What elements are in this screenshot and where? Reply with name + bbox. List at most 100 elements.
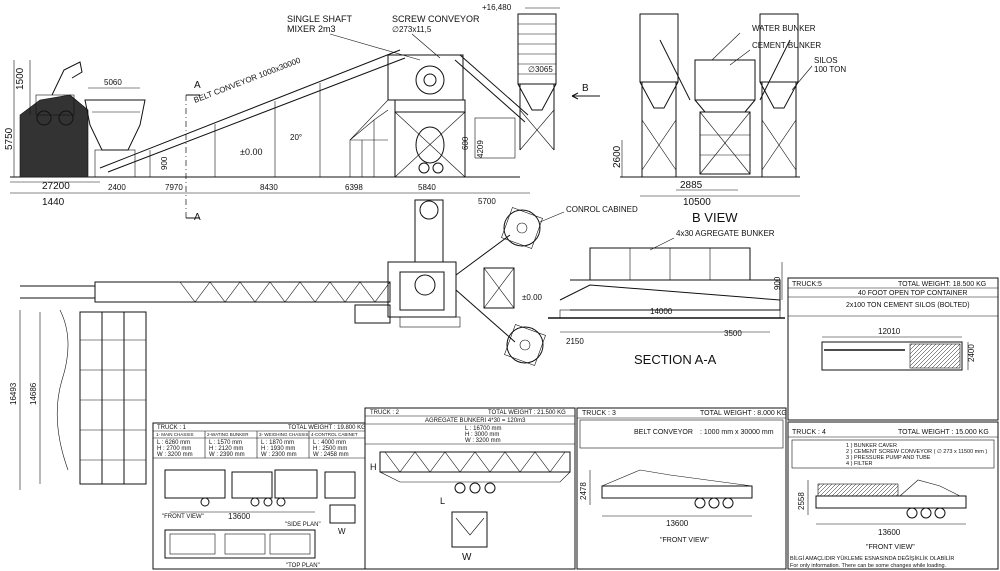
section-dim-2150: 2150 [566,337,584,346]
footer-line-2: For only information. There can be some … [790,563,947,569]
truck3-dim-2478: 2478 [579,482,588,500]
truck2-l: L : 16700 mm [465,426,501,432]
truck1-col3-l: L : 1870 mm [261,440,294,446]
truck3-title: TRUCK : 3 [582,410,616,417]
screw-label-2: ∅273x11,5 [392,25,432,34]
truck1-col1-l: L : 6260 mm [157,440,190,446]
truck4-panel: TRUCK : 4 TOTAL WEIGHT : 15.000 KG 1 ) B… [787,421,999,570]
mixer-label-2: MIXER 2m3 [287,24,336,34]
b-dim-2885: 2885 [680,180,703,191]
truck1-col2-head: 2-WATING BUNKER [207,432,249,437]
footer-line-1: BİLGİ AMAÇLIDIR YÜKLEME ESNASINDA DEĞİŞİ… [790,555,954,562]
b-view-title: B VIEW [692,210,738,225]
truck5-title: TRUCK:5 [792,281,822,288]
belt-label: BELT CONVEYOR 1000x30000 [192,56,302,105]
dim-6398: 6398 [345,183,363,192]
dim-7970: 7970 [165,183,183,192]
truck4-weight: TOTAL WEIGHT : 15.000 KG [898,429,989,436]
section-title: SECTION A-A [634,352,717,367]
mixer-tower [349,54,529,178]
truck4-front-view: "FRONT VIEW" [866,544,915,551]
truck1-front-view: "FRONT VIEW" [162,514,204,520]
cement-silo [517,7,560,151]
truck1-w: W [338,527,346,536]
elevation-16480: +16,480 [482,3,512,12]
truck1-col3-head: 3- WEIGHING CHASSIS [259,432,309,437]
control-cabin-label: CONROL CABINED [566,205,638,214]
truck3-belt: BELT CONVEYOR [634,429,693,436]
truck1-col4-head: 4-CONTROL CABINET [311,432,358,437]
section-a-top-label: A [194,80,201,91]
b-dim-2600: 2600 [612,145,623,168]
truck3-belt-dim: : 1000 mm x 30000 mm [700,429,774,436]
truck1-weight: TOTAL WEIGHT : 19.800 KG [288,425,366,431]
truck2-head: AGREGATE BUNKERI 4*30 = 120m3 [425,418,526,424]
truck2-l-letter: L [440,496,445,506]
section-a-a: 4x30 AGREGATE BUNKER ±0.00 900 2150 1400… [522,229,785,367]
plan-silo-bottom [504,324,546,366]
dim-27200: 27200 [42,181,70,192]
truck2-title: TRUCK : 2 [370,410,400,416]
truck1-col3-w: W : 2300 mm [261,452,297,458]
section-dim-3500: 3500 [724,329,742,338]
cement-bunker-label: CEMENT BUNKER [752,41,821,50]
truck3-front-view: "FRONT VIEW" [660,537,709,544]
truck5-silos: 2x100 TON CEMENT SILOS (BOLTED) [846,302,970,309]
aggregate-hopper [84,99,146,151]
dim-600: 600 [461,136,470,150]
dim-1440: 1440 [42,197,65,208]
truck4-item-2: 2 ) CEMENT SCREW CONVEYOR ( ∅ 273 x 1150… [846,448,987,455]
aggregate-bunker-label: 4x30 AGREGATE BUNKER [676,229,775,238]
truck4-item-3: 3 ) PRESSURE PUMP AND TUBE [846,455,931,461]
b-view: WATER BUNKER CEMENT BUNKER SILOS 100 TON… [612,13,846,225]
truck2-h-letter: H [370,462,377,472]
truck5-container: 40 FOOT OPEN TOP CONTAINER [858,290,967,297]
dim-5750: 5750 [4,127,15,150]
truck1-side-plan: "SIDE PLAN" [285,522,321,528]
truck1-col2-w: W : 2390 mm [209,452,245,458]
dim-5060: 5060 [104,78,122,87]
truck1-col4-l: L : 4000 mm [313,440,346,446]
truck2-weight: TOTAL WEIGHT : 21.500 KG [488,410,566,416]
truck3-dim-13600: 13600 [666,519,689,528]
truck1-panel: TRUCK : 1 TOTAL WEIGHT : 19.800 KG 1- MA… [152,422,366,570]
truck4-item-1: 1 ) BUNKER CAVER [846,443,897,449]
truck1-title: TRUCK : 1 [157,425,187,431]
silo-diameter: ∅3065 [528,65,553,74]
mixer-label-1: SINGLE SHAFT [287,14,353,24]
b-dim-10500: 10500 [683,197,711,208]
truck5-weight: TOTAL WEIGHT: 18.500 KG [898,281,986,288]
section-dim-900: 900 [773,276,782,290]
truck1-col1-h: H : 2700 mm [157,446,191,452]
dim-1500: 1500 [15,67,26,90]
plan-silo-top [501,207,543,249]
plan-dim-14686: 14686 [29,382,38,405]
plan-view: 16493 14686 CONROL CABINED [9,199,638,490]
truck3-weight: TOTAL WEIGHT : 8.000 KG [700,410,787,417]
screw-label-1: SCREW CONVEYOR [392,14,480,24]
truck3-panel: TRUCK : 3 TOTAL WEIGHT : 8.000 KG BELT C… [576,407,787,570]
dim-8430: 8430 [260,183,278,192]
wheel-loader-icon [35,61,83,126]
b-view-arrow-label: B [582,83,589,94]
truck5-dim-2400: 2400 [967,344,976,362]
silos-label-1: SILOS [814,56,838,65]
dim-2400: 2400 [108,183,126,192]
section-zero: ±0.00 [522,293,543,302]
dim-4209: 4209 [476,140,485,158]
truck5-dim-12010: 12010 [878,327,901,336]
truck1-col1-head: 1- MAIN CHASSIS [156,432,194,437]
elevation-view: SINGLE SHAFT MIXER 2m3 SCREW CONVEYOR ∅2… [4,3,600,223]
truck1-col4-h: H : 2500 mm [313,446,347,452]
truck1-col1-w: W : 3200 mm [157,452,193,458]
truck1-col2-h: H : 2120 mm [209,446,243,452]
dim-900: 900 [160,156,169,170]
silos-label-2: 100 TON [814,65,846,74]
water-bunker-label: WATER BUNKER [752,24,816,33]
truck2-w: W : 3200 mm [465,438,501,444]
truck2-h: H : 3000 mm [465,432,499,438]
truck4-item-4: 4 ) FILTER [846,461,873,467]
truck1-dim-13600: 13600 [228,512,251,521]
truck2-panel: TRUCK : 2 TOTAL WEIGHT : 21.500 KG AGREG… [364,407,576,570]
